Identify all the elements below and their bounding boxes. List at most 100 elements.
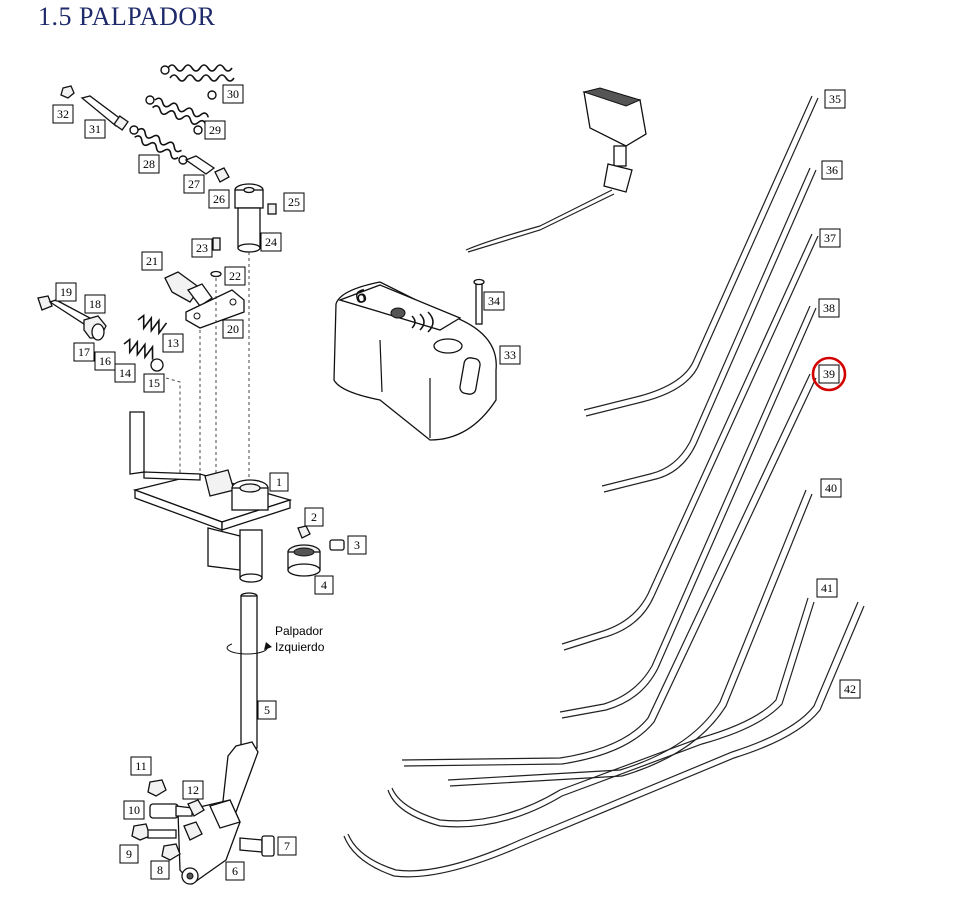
svg-text:8: 8 — [157, 863, 163, 877]
callout-31: 31 — [84, 119, 106, 139]
callout-5: 5 — [257, 700, 277, 720]
callout-9: 9 — [119, 844, 139, 864]
callout-26: 26 — [208, 189, 230, 209]
callout-30: 30 — [222, 84, 244, 104]
svg-text:33: 33 — [504, 348, 516, 362]
bushing-4 — [287, 544, 321, 577]
svg-text:7: 7 — [284, 839, 290, 853]
svg-text:б: б — [353, 286, 368, 308]
rod-36 — [601, 167, 817, 493]
callout-34: 34 — [483, 291, 505, 311]
svg-text:10: 10 — [128, 803, 140, 817]
callout-28: 28 — [138, 154, 160, 174]
bolt-7 — [239, 835, 275, 857]
callout-23: 23 — [191, 238, 213, 258]
svg-text:26: 26 — [213, 192, 225, 206]
callout-37: 37 — [819, 228, 841, 248]
callout-42: 42 — [839, 679, 861, 699]
page-title: 1.5 PALPADOR — [38, 2, 216, 31]
svg-text:28: 28 — [143, 157, 155, 171]
svg-text:15: 15 — [148, 376, 160, 390]
main-bracket-1 — [129, 411, 293, 583]
spring-28 — [129, 125, 188, 165]
svg-text:35: 35 — [829, 92, 841, 106]
callout-8: 8 — [150, 860, 170, 880]
callout-2: 2 — [304, 507, 324, 527]
rod-39 — [401, 373, 817, 767]
callout-21: 21 — [141, 251, 163, 271]
fitting-2 — [297, 525, 311, 539]
svg-text:23: 23 — [196, 241, 208, 255]
bolt-9 — [131, 823, 177, 841]
callout-29: 29 — [204, 120, 226, 140]
svg-text:40: 40 — [825, 481, 837, 495]
spring-29 — [145, 95, 210, 135]
callout-19: 19 — [55, 282, 77, 302]
callout-3: 3 — [347, 535, 367, 555]
svg-text:14: 14 — [119, 366, 131, 380]
callout-18: 18 — [84, 294, 106, 314]
rod-41 — [387, 597, 815, 828]
svg-text:37: 37 — [824, 231, 836, 245]
svg-text:30: 30 — [227, 87, 239, 101]
rod-35 — [583, 95, 819, 417]
callout-36: 36 — [821, 160, 843, 180]
callout-20: 20 — [222, 319, 244, 339]
callout-16: 16 — [94, 351, 116, 371]
sensor-assembly — [465, 87, 647, 253]
svg-text:9: 9 — [126, 847, 132, 861]
highlight-circle — [811, 356, 847, 392]
svg-text:19: 19 — [60, 285, 72, 299]
rod-38 — [559, 305, 817, 719]
svg-text:17: 17 — [78, 345, 90, 359]
sleeve-24 — [234, 183, 277, 253]
svg-text:2: 2 — [311, 510, 317, 524]
svg-text:18: 18 — [89, 297, 101, 311]
svg-text:32: 32 — [57, 107, 69, 121]
svg-text:34: 34 — [488, 294, 500, 308]
svg-text:39: 39 — [823, 367, 835, 381]
callout-32: 32 — [52, 104, 74, 124]
shaft-5 — [221, 592, 259, 813]
callout-12: 12 — [182, 780, 204, 800]
svg-text:36: 36 — [826, 163, 838, 177]
svg-text:27: 27 — [188, 177, 200, 191]
rotation-arrow-icon — [226, 642, 272, 655]
cover-33: б — [333, 281, 497, 441]
spring-30 — [160, 64, 235, 100]
nut-8 — [161, 843, 181, 861]
bolt-34 — [473, 278, 485, 325]
nut-11 — [147, 779, 167, 797]
svg-text:6: 6 — [232, 864, 238, 878]
callout-17: 17 — [73, 342, 95, 362]
callout-39: 39 — [818, 364, 840, 384]
svg-text:11: 11 — [135, 759, 147, 773]
callout-27: 27 — [183, 174, 205, 194]
svg-text:3: 3 — [354, 538, 360, 552]
callout-15: 15 — [143, 373, 165, 393]
rotation-note-line2: Izquierdo — [275, 640, 325, 654]
callout-24: 24 — [260, 232, 282, 252]
callout-13: 13 — [162, 333, 184, 353]
callout-4: 4 — [314, 575, 334, 595]
plug-3 — [329, 539, 345, 551]
arm-6 — [177, 799, 241, 885]
sensor-21 — [164, 271, 245, 329]
svg-text:42: 42 — [844, 682, 856, 696]
svg-text:25: 25 — [288, 195, 300, 209]
svg-text:38: 38 — [823, 301, 835, 315]
svg-text:16: 16 — [99, 354, 111, 368]
svg-text:1: 1 — [276, 475, 282, 489]
callout-38: 38 — [818, 298, 840, 318]
callout-33: 33 — [499, 345, 521, 365]
rod-37 — [561, 233, 819, 651]
callout-10: 10 — [123, 800, 145, 820]
bolt-31 — [60, 85, 129, 131]
rod-42 — [343, 601, 865, 878]
svg-text:4: 4 — [321, 578, 327, 592]
callout-40: 40 — [820, 478, 842, 498]
bolt-19 — [37, 295, 107, 341]
svg-text:22: 22 — [229, 269, 241, 283]
callout-6: 6 — [225, 861, 245, 881]
